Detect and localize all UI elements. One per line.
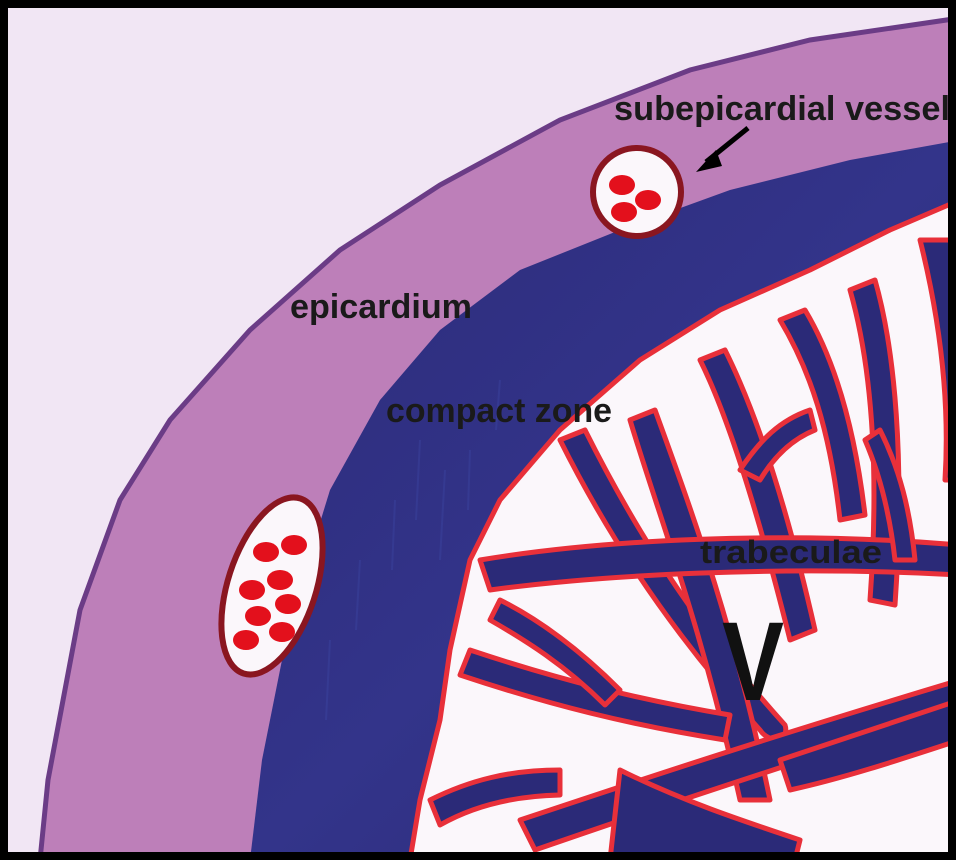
label-epicardium: epicardium — [290, 288, 472, 326]
red-blood-cell — [269, 622, 295, 642]
red-blood-cell — [275, 594, 301, 614]
red-blood-cell — [245, 606, 271, 626]
vessel-wall — [593, 148, 681, 236]
red-blood-cell — [233, 630, 259, 650]
red-blood-cell — [635, 190, 661, 210]
red-blood-cell — [611, 202, 637, 222]
label-compact-zone: compact zone — [386, 392, 612, 430]
label-trabeculae: trabeculae — [700, 534, 882, 570]
red-blood-cell — [253, 542, 279, 562]
red-blood-cell — [239, 580, 265, 600]
label-ventricle: V — [722, 599, 784, 724]
label-subepicardial-vessel: subepicardial vessel — [614, 90, 950, 128]
red-blood-cell — [281, 535, 307, 555]
red-blood-cell — [267, 570, 293, 590]
red-blood-cell — [609, 175, 635, 195]
subepicardial-vessel-upper — [593, 148, 681, 236]
